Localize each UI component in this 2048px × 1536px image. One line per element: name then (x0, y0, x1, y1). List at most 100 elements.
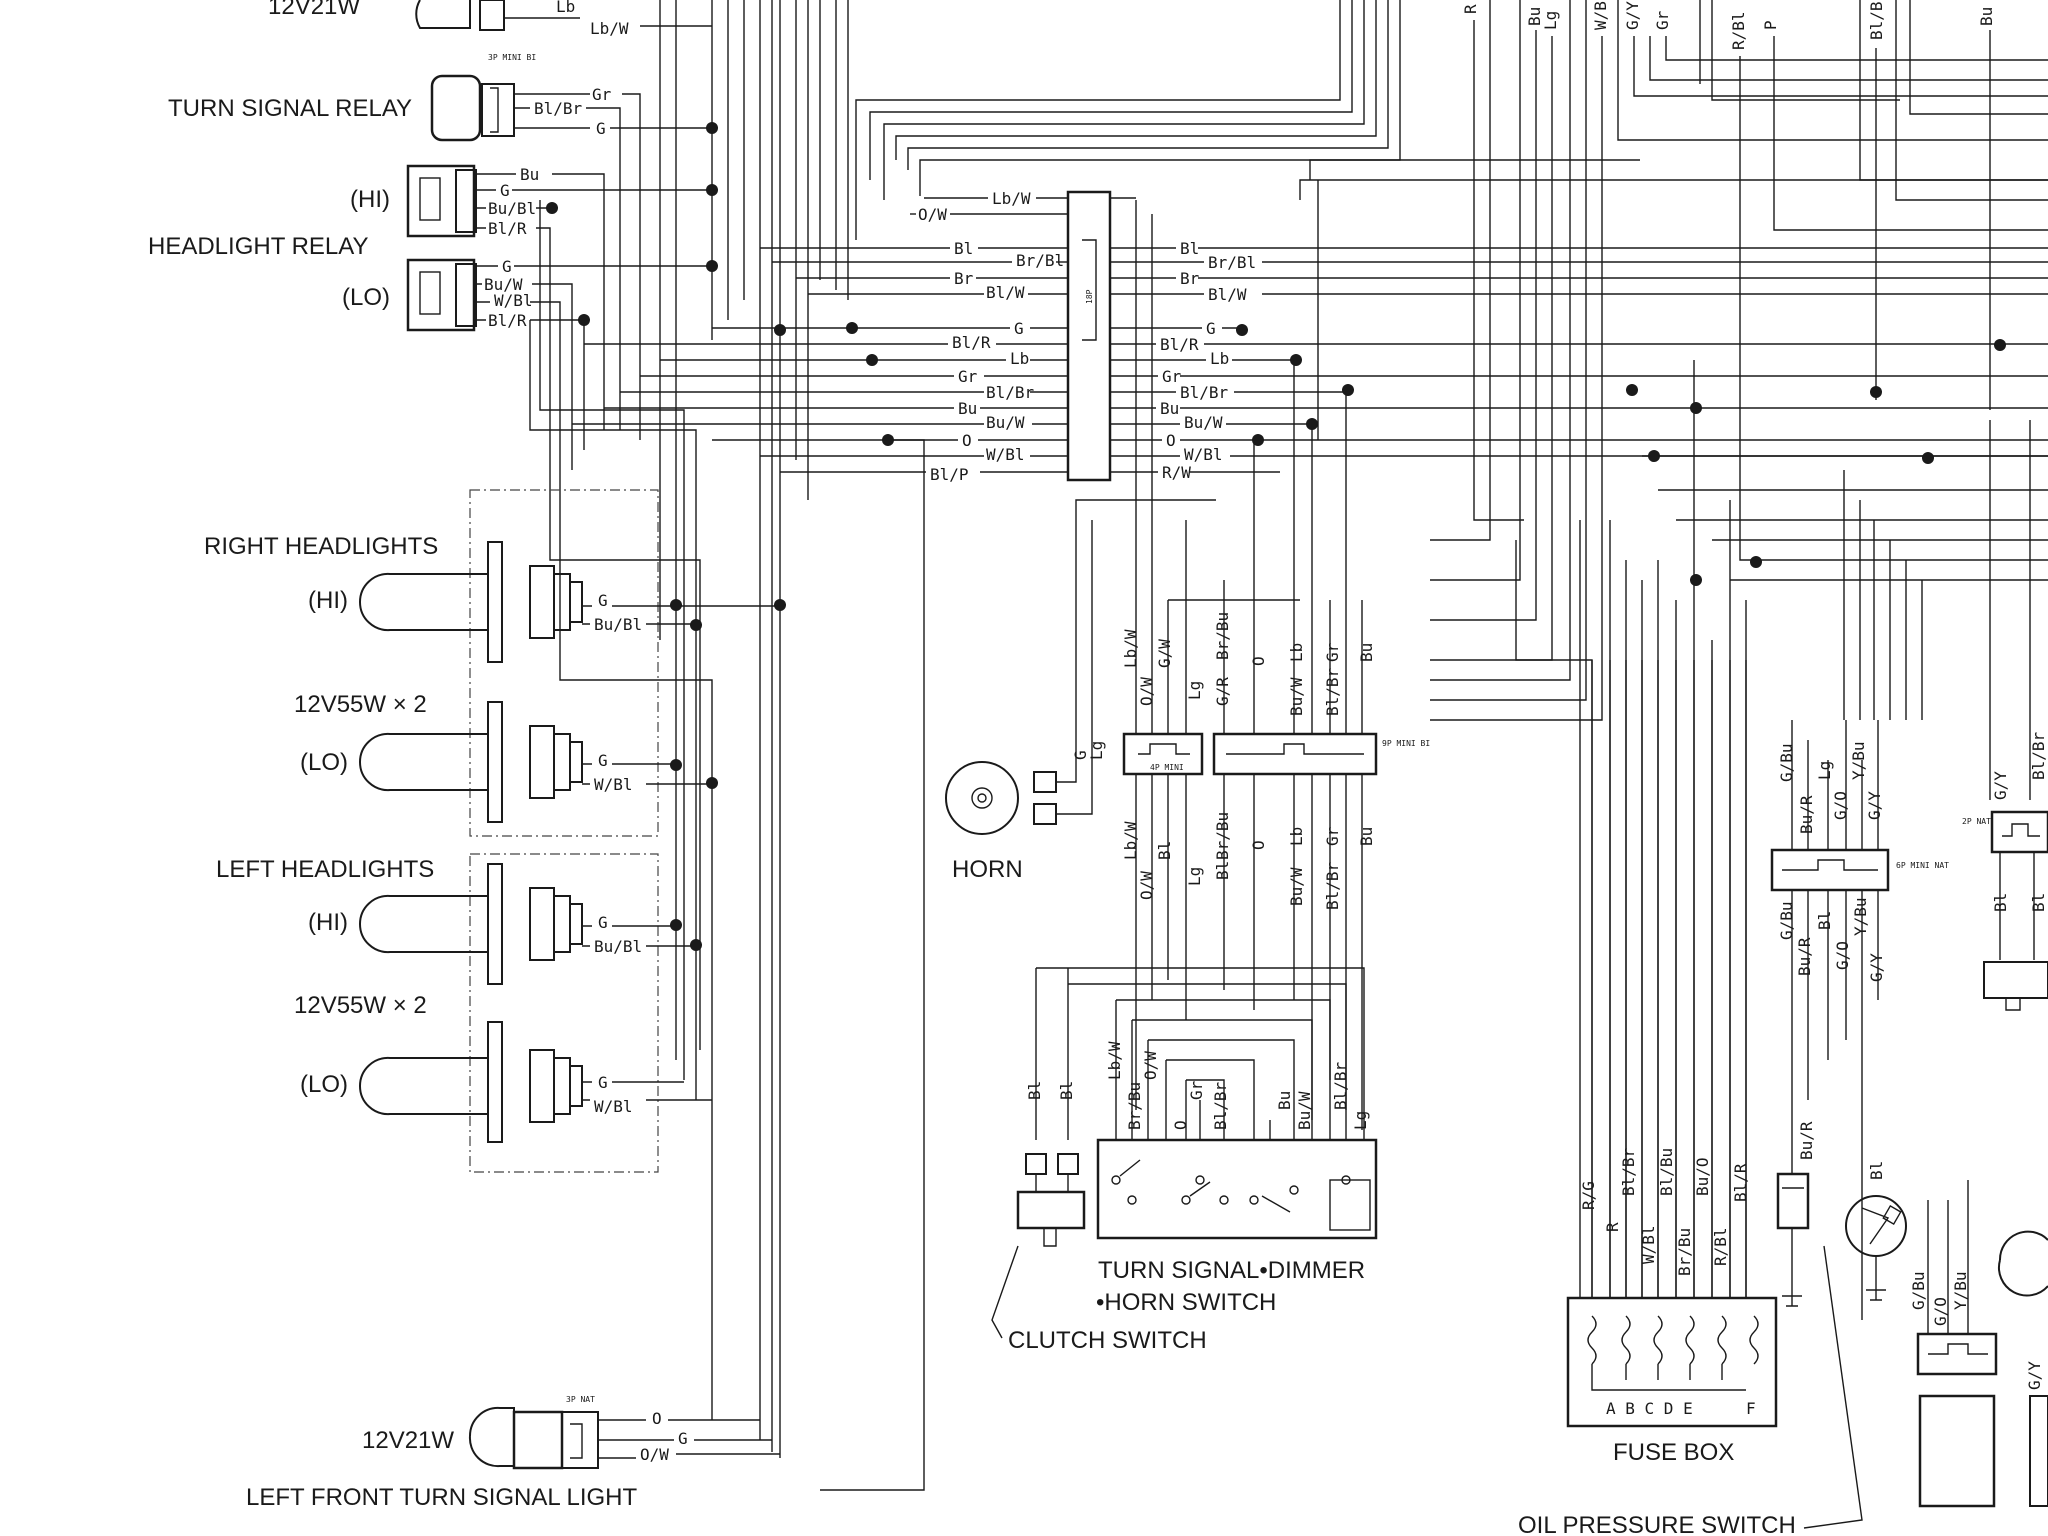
component-labels: 12V21W TURN SIGNAL RELAY (HI) HEADLIGHT … (148, 0, 1796, 1536)
svg-text:Lb/W: Lb/W (992, 189, 1031, 208)
left-hi-label: (HI) (308, 909, 348, 936)
svg-text:G/Bu: G/Bu (1777, 901, 1796, 940)
svg-text:Gr: Gr (1653, 10, 1672, 30)
svg-text:W/Bl: W/Bl (1591, 0, 1610, 30)
svg-text:Bl: Bl (1213, 861, 1232, 880)
turn-signal-relay-label: TURN SIGNAL RELAY (168, 95, 412, 122)
right-top-harness: R Bu Lg W/Bl G/Y Gr R/Bl P Bl/Br Bu (1299, 0, 2048, 721)
svg-text:Bu: Bu (958, 399, 977, 418)
svg-text:A B C D E: A B C D E (1606, 1399, 1693, 1418)
svg-text:Bl/Br: Bl/Br (2029, 731, 2048, 780)
svg-text:G: G (596, 119, 606, 138)
svg-text:Gr: Gr (592, 85, 612, 104)
svg-text:Lb/W: Lb/W (1105, 1041, 1124, 1080)
left-headlights-label: LEFT HEADLIGHTS (216, 856, 434, 883)
svg-text:Bu/W: Bu/W (1295, 1091, 1314, 1130)
svg-text:2P NAT: 2P NAT (1962, 817, 1991, 826)
svg-text:Lg: Lg (1087, 741, 1106, 760)
svg-text:Br/Bu: Br/Bu (1675, 1228, 1694, 1276)
turn-signal-relay: 3P MINI BI Gr Bl/Br G (430, 53, 712, 440)
svg-text:Gr: Gr (1162, 367, 1182, 386)
left-headlights: G Bu/Bl G W/Bl (358, 853, 712, 1173)
switch-label-line1: TURN SIGNAL•DIMMER (1098, 1257, 1365, 1284)
svg-text:O: O (1166, 431, 1176, 450)
svg-text:Bu: Bu (1160, 399, 1179, 418)
svg-text:4P MINI: 4P MINI (1150, 763, 1184, 772)
svg-text:G/Y: G/Y (1623, 1, 1642, 30)
svg-text:Br/Bl: Br/Bl (1208, 253, 1256, 272)
svg-text:Bl/Br: Bl/Br (534, 99, 583, 118)
svg-text:W/Bl: W/Bl (1639, 1225, 1658, 1264)
svg-text:Bl/W: Bl/W (1208, 285, 1247, 304)
svg-text:W/Bl: W/Bl (494, 291, 533, 310)
svg-text:Bl/Bu: Bl/Bu (1657, 1148, 1676, 1196)
svg-text:Bl: Bl (1180, 239, 1199, 258)
svg-text:Bu/W: Bu/W (1287, 677, 1306, 716)
svg-text:Bl/R: Bl/R (952, 333, 991, 352)
svg-text:Bl/R: Bl/R (1731, 1163, 1750, 1202)
svg-text:R/W: R/W (1162, 463, 1191, 482)
headlight-relay-lo: G Bu/W W/Bl Bl/R (406, 257, 713, 1420)
left-front-turn-signal-label: LEFT FRONT TURN SIGNAL LIGHT (246, 1484, 638, 1511)
right-headlights-label: RIGHT HEADLIGHTS (204, 533, 438, 560)
switch-connectors: 4P MINI 9P MINI BI Lb/W O/W G/W Lg Br/Bu (1121, 200, 1430, 1130)
svg-text:Lg: Lg (1351, 1111, 1370, 1130)
turn-signal-dimmer-horn-switch: Bl Bl Lb/W Br/Bu O/W Gr O Bl/Br Bu Bu/W … (991, 967, 1378, 1339)
svg-text:G: G (598, 913, 608, 932)
svg-text:G: G (500, 181, 510, 200)
svg-text:O/W: O/W (1141, 1051, 1160, 1080)
svg-text:P: P (1761, 20, 1780, 30)
svg-text:G: G (598, 591, 608, 610)
svg-text:R: R (1603, 1222, 1622, 1232)
svg-text:G/Y: G/Y (1991, 771, 2010, 800)
svg-text:Lb: Lb (1287, 643, 1306, 662)
svg-text:G: G (1206, 319, 1216, 338)
svg-text:G/Y: G/Y (1867, 953, 1886, 982)
svg-text:Bl/Br: Bl/Br (1323, 667, 1342, 716)
svg-text:W/Bl: W/Bl (986, 445, 1025, 464)
svg-text:Lb/W: Lb/W (1121, 629, 1140, 668)
oil-pressure-switch: Bu/R (1776, 1121, 1863, 1529)
svg-text:Bu/O: Bu/O (1693, 1157, 1712, 1196)
svg-text:Br/Bu: Br/Bu (1213, 612, 1232, 660)
svg-text:Bl/R: Bl/R (1160, 335, 1199, 354)
svg-text:Bl: Bl (2029, 893, 2048, 912)
svg-text:G/O: G/O (1931, 1297, 1950, 1326)
svg-text:Lg: Lg (1541, 11, 1560, 30)
svg-text:Bu/R: Bu/R (1795, 937, 1814, 976)
svg-text:Bu/Bl: Bu/Bl (594, 615, 642, 634)
svg-text:O: O (652, 1409, 662, 1428)
svg-text:Bl/W: Bl/W (986, 283, 1025, 302)
svg-text:3P MINI BI: 3P MINI BI (488, 53, 536, 62)
svg-text:Br/Bu: Br/Bu (1213, 812, 1232, 860)
svg-text:G/Bu: G/Bu (1777, 743, 1796, 782)
svg-text:Y/Bu: Y/Bu (1849, 741, 1868, 780)
svg-text:W/Bl: W/Bl (1184, 445, 1223, 464)
svg-text:Bl/Br: Bl/Br (1323, 861, 1342, 910)
svg-text:G: G (502, 257, 512, 276)
svg-text:Bu/R: Bu/R (1797, 1121, 1816, 1160)
horn-label: HORN (952, 856, 1023, 883)
svg-text:Bl/R: Bl/R (488, 311, 527, 330)
svg-text:R/G: R/G (1579, 1181, 1598, 1210)
svg-text:O: O (1249, 840, 1268, 850)
left-rating-label: 12V55W × 2 (294, 992, 427, 1019)
junction-dots (546, 122, 2006, 951)
svg-text:Bu/W: Bu/W (986, 413, 1025, 432)
svg-text:Bu: Bu (520, 165, 539, 184)
svg-text:Bl: Bl (1815, 911, 1834, 930)
svg-text:Lg: Lg (1185, 681, 1204, 700)
svg-text:Lb: Lb (556, 0, 575, 16)
svg-text:G/O: G/O (1833, 941, 1852, 970)
oil-pressure-switch-label: OIL PRESSURE SWITCH (1518, 1512, 1796, 1536)
fuse-box-label: FUSE BOX (1613, 1439, 1734, 1466)
svg-text:18P: 18P (1085, 289, 1094, 304)
connector-2p-nat: 2P NAT G/Y Bl/Br Bl Bl (1962, 731, 2048, 1011)
switch-label-line2: •HORN SWITCH (1096, 1289, 1276, 1316)
bottom-right-connectors: G/Bu G/O Y/Bu G/Y (1909, 1180, 2048, 1508)
svg-text:9P MINI BI: 9P MINI BI (1382, 739, 1430, 748)
svg-text:G/R: G/R (1213, 677, 1232, 706)
svg-text:F: F (1746, 1399, 1756, 1418)
svg-text:Bl: Bl (1057, 1081, 1076, 1100)
